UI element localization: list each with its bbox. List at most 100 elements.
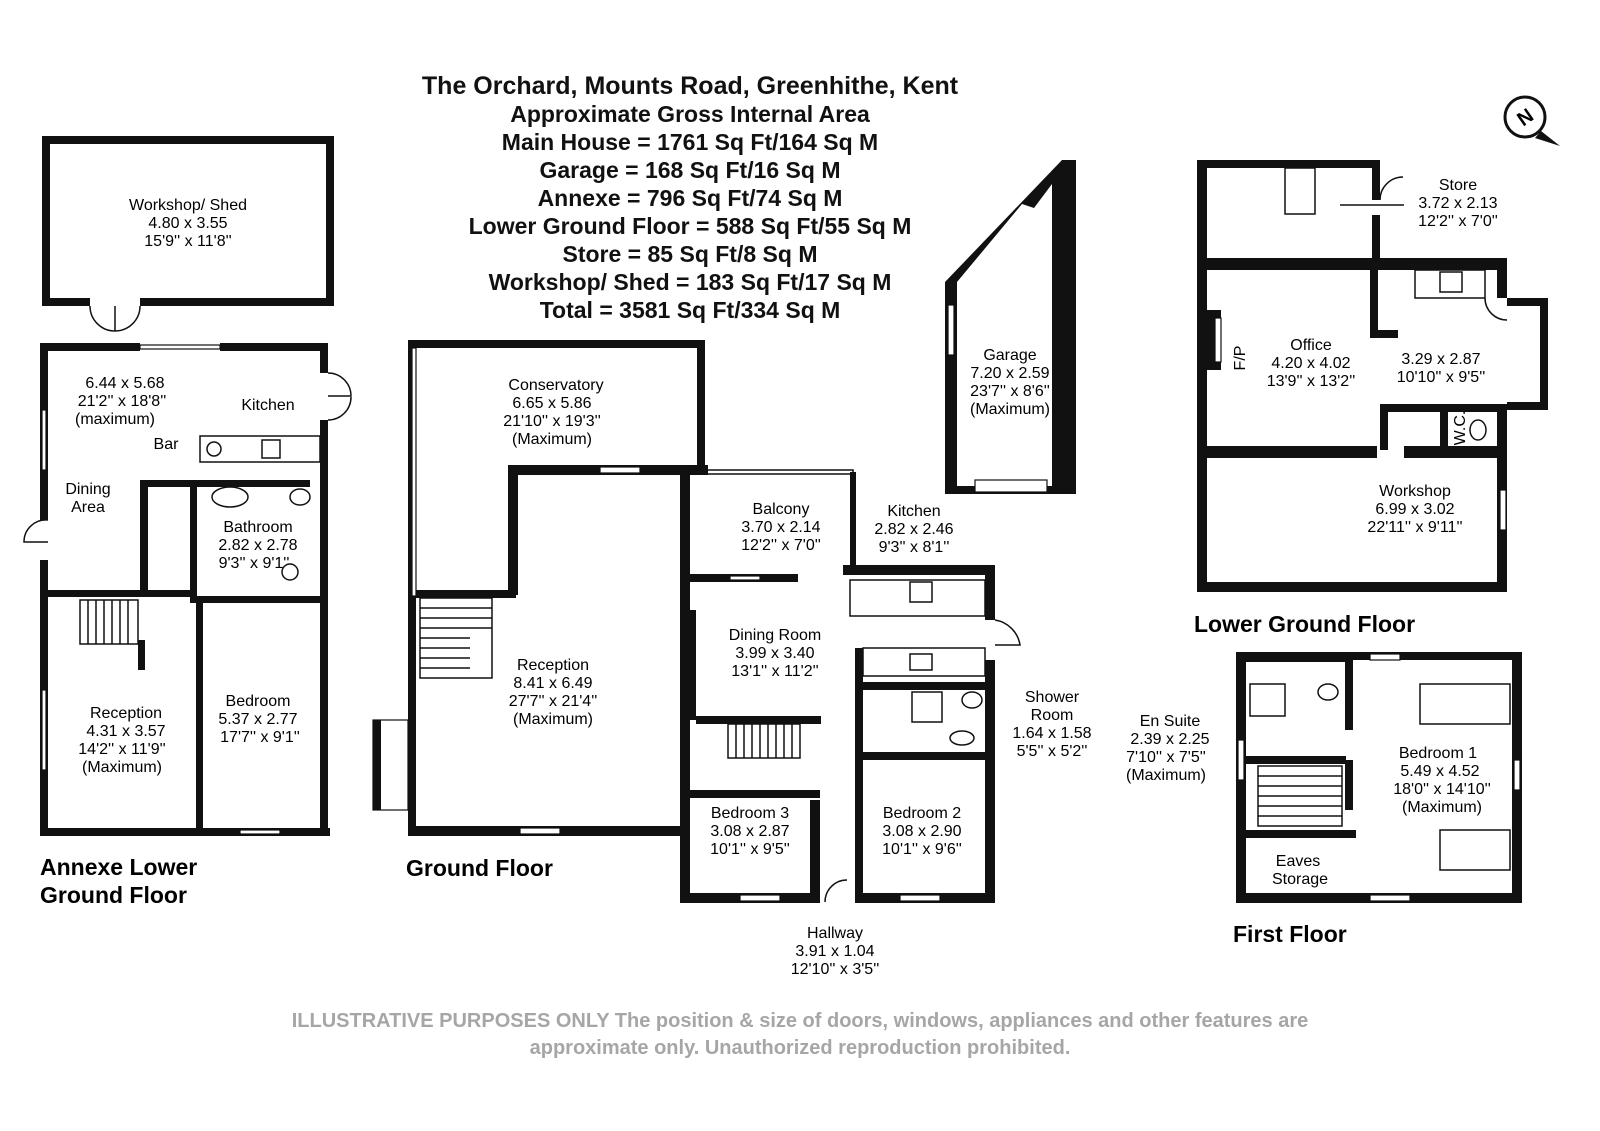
room-imperial: 9'3'' x 8'1'' — [879, 539, 950, 556]
room-metric: 8.41 x 6.49 — [513, 675, 592, 692]
room-metric: 4.31 x 3.57 — [86, 723, 165, 740]
room-metric: 3.99 x 3.40 — [735, 645, 814, 662]
room-note: (Maximum) — [512, 431, 592, 448]
room-metric: 3.72 x 2.13 — [1418, 195, 1497, 212]
floor-label-ground: Ground Floor — [406, 855, 553, 881]
disclaimer: ILLUSTRATIVE PURPOSES ONLY The position … — [200, 1008, 1400, 1062]
room-name: Dining — [65, 481, 110, 498]
floor-label-first: First Floor — [1233, 921, 1347, 947]
first-floor-plan: En Suite 2.39 x 2.25 7'10'' x 7'5'' (Max… — [1126, 652, 1522, 903]
floor-label-annexe-line2: Ground Floor — [40, 882, 187, 908]
room-imperial: 18'0'' x 14'10'' — [1393, 781, 1491, 798]
room-name: Shower — [1025, 689, 1080, 706]
room-name: Office — [1290, 337, 1332, 354]
plan-header: The Orchard, Mounts Road, Greenhithe, Ke… — [400, 72, 980, 324]
room-name-line2: Area — [71, 499, 105, 516]
north-compass-icon: N — [1503, 95, 1560, 146]
room-name: Garage — [983, 347, 1036, 364]
address-title: The Orchard, Mounts Road, Greenhithe, Ke… — [421, 72, 959, 100]
room-metric: 4.20 x 4.02 — [1271, 355, 1350, 372]
room-metric: 6.44 x 5.68 — [85, 375, 164, 392]
room-imperial: 22'11'' x 9'11'' — [1367, 519, 1462, 536]
area-lower-ground: Lower Ground Floor = 588 Sq Ft/55 Sq M — [468, 213, 912, 239]
room-name: Bedroom 2 — [883, 805, 961, 822]
room-note: (Maximum) — [970, 401, 1050, 418]
room-name: Kitchen — [241, 397, 294, 414]
room-name: Bedroom 3 — [711, 805, 789, 822]
room-name: Hallway — [807, 925, 863, 942]
room-name-line2: Room — [1031, 707, 1074, 724]
room-name: Workshop — [1379, 483, 1451, 500]
room-imperial: 10'1'' x 9'5'' — [710, 841, 790, 858]
room-metric: 7.20 x 2.59 — [970, 365, 1049, 382]
room-name: Bathroom — [223, 519, 292, 536]
ground-floor-plan: Conservatory 6.65 x 5.86 21'10'' x 19'3'… — [372, 340, 1092, 978]
room-metric: 2.82 x 2.46 — [874, 521, 953, 538]
room-name: Reception — [90, 705, 162, 722]
room-name-line2: Storage — [1272, 871, 1328, 888]
disclaimer-line-2: approximate only. Unauthorized reproduct… — [529, 1037, 1071, 1059]
room-imperial: 21'2'' x 18'8'' — [78, 393, 167, 410]
room-imperial: 9'3'' x 9'1'' — [219, 555, 290, 572]
room-metric: 3.08 x 2.87 — [710, 823, 789, 840]
room-name: Kitchen — [887, 503, 940, 520]
room-metric: 5.37 x 2.77 — [218, 711, 297, 728]
workshop-shed-plan: Workshop/ Shed 4.80 x 3.55 15'9'' x 11'8… — [42, 136, 334, 332]
room-name: En Suite — [1140, 713, 1201, 730]
room-metric: 4.80 x 3.55 — [148, 215, 227, 232]
disclaimer-line-1: ILLUSTRATIVE PURPOSES ONLY The position … — [291, 1010, 1309, 1032]
room-metric: 3.70 x 2.14 — [741, 519, 820, 536]
room-name: Conservatory — [508, 377, 603, 394]
annexe-plan: 6.44 x 5.68 21'2'' x 18'8'' (maximum) Ki… — [23, 343, 352, 836]
area-annexe: Annexe = 796 Sq Ft/74 Sq M — [537, 185, 843, 211]
room-imperial: 10'10'' x 9'5'' — [1397, 369, 1486, 386]
room-imperial: 12'2'' x 7'0'' — [1418, 213, 1498, 230]
area-total: Total = 3581 Sq Ft/334 Sq M — [539, 297, 841, 323]
room-imperial: 21'10'' x 19'3'' — [503, 413, 601, 430]
room-imperial: 15'9'' x 11'8'' — [144, 233, 231, 250]
room-metric: 5.49 x 4.52 — [1400, 763, 1479, 780]
room-metric: 1.64 x 1.58 — [1012, 725, 1091, 742]
room-name: Store — [1439, 177, 1477, 194]
floor-label-lower-ground: Lower Ground Floor — [1194, 611, 1415, 637]
room-imperial: 7'10'' x 7'5'' — [1126, 749, 1206, 766]
room-name: Bar — [154, 436, 180, 453]
room-note: (Maximum) — [1402, 799, 1482, 816]
room-imperial: 27'7'' x 21'4'' — [509, 693, 598, 710]
area-main-house: Main House = 1761 Sq Ft/164 Sq M — [501, 129, 879, 155]
room-imperial: 5'5'' x 5'2'' — [1017, 743, 1088, 760]
room-metric: 3.29 x 2.87 — [1401, 351, 1480, 368]
floor-label-annexe: Annexe Lower — [40, 854, 197, 880]
room-note: (Maximum) — [1126, 767, 1206, 784]
room-metric: 3.91 x 1.04 — [795, 943, 874, 960]
room-name: Eaves — [1276, 853, 1320, 870]
room-imperial: 23'7'' x 8'6'' — [970, 383, 1050, 400]
room-imperial: 12'10'' x 3'5'' — [791, 961, 880, 978]
room-imperial: 17'7'' x 9'1'' — [220, 729, 300, 746]
room-imperial: 13'9'' x 13'2'' — [1267, 373, 1356, 390]
room-metric: 2.39 x 2.25 — [1130, 731, 1209, 748]
room-note: (Maximum) — [513, 711, 593, 728]
fireplace-label: F/P — [1232, 346, 1249, 371]
room-imperial: 14'2'' x 11'9'' — [78, 741, 165, 758]
room-metric: 3.08 x 2.90 — [882, 823, 961, 840]
garage-plan: Garage 7.20 x 2.59 23'7'' x 8'6'' (Maxim… — [945, 160, 1076, 494]
room-imperial: 10'1'' x 9'6'' — [882, 841, 962, 858]
room-name: Bedroom — [226, 693, 291, 710]
area-subtitle: Approximate Gross Internal Area — [510, 101, 870, 127]
wc-label: W.C. — [1452, 411, 1469, 446]
room-name: Balcony — [753, 501, 810, 518]
room-metric: 2.82 x 2.78 — [218, 537, 297, 554]
room-name: Bedroom 1 — [1399, 745, 1477, 762]
lower-ground-floor-plan: Store 3.72 x 2.13 12'2'' x 7'0'' Office … — [1197, 160, 1548, 592]
room-name: Reception — [517, 657, 589, 674]
room-metric: 6.65 x 5.86 — [512, 395, 591, 412]
room-imperial: 12'2'' x 7'0'' — [741, 537, 821, 554]
area-store: Store = 85 Sq Ft/8 Sq M — [562, 241, 818, 267]
room-metric: 6.99 x 3.02 — [1375, 501, 1454, 518]
room-name: Dining Room — [729, 627, 821, 644]
area-workshop-shed: Workshop/ Shed = 183 Sq Ft/17 Sq M — [488, 269, 892, 295]
area-garage: Garage = 168 Sq Ft/16 Sq M — [539, 157, 841, 183]
room-note: (Maximum) — [82, 759, 162, 776]
